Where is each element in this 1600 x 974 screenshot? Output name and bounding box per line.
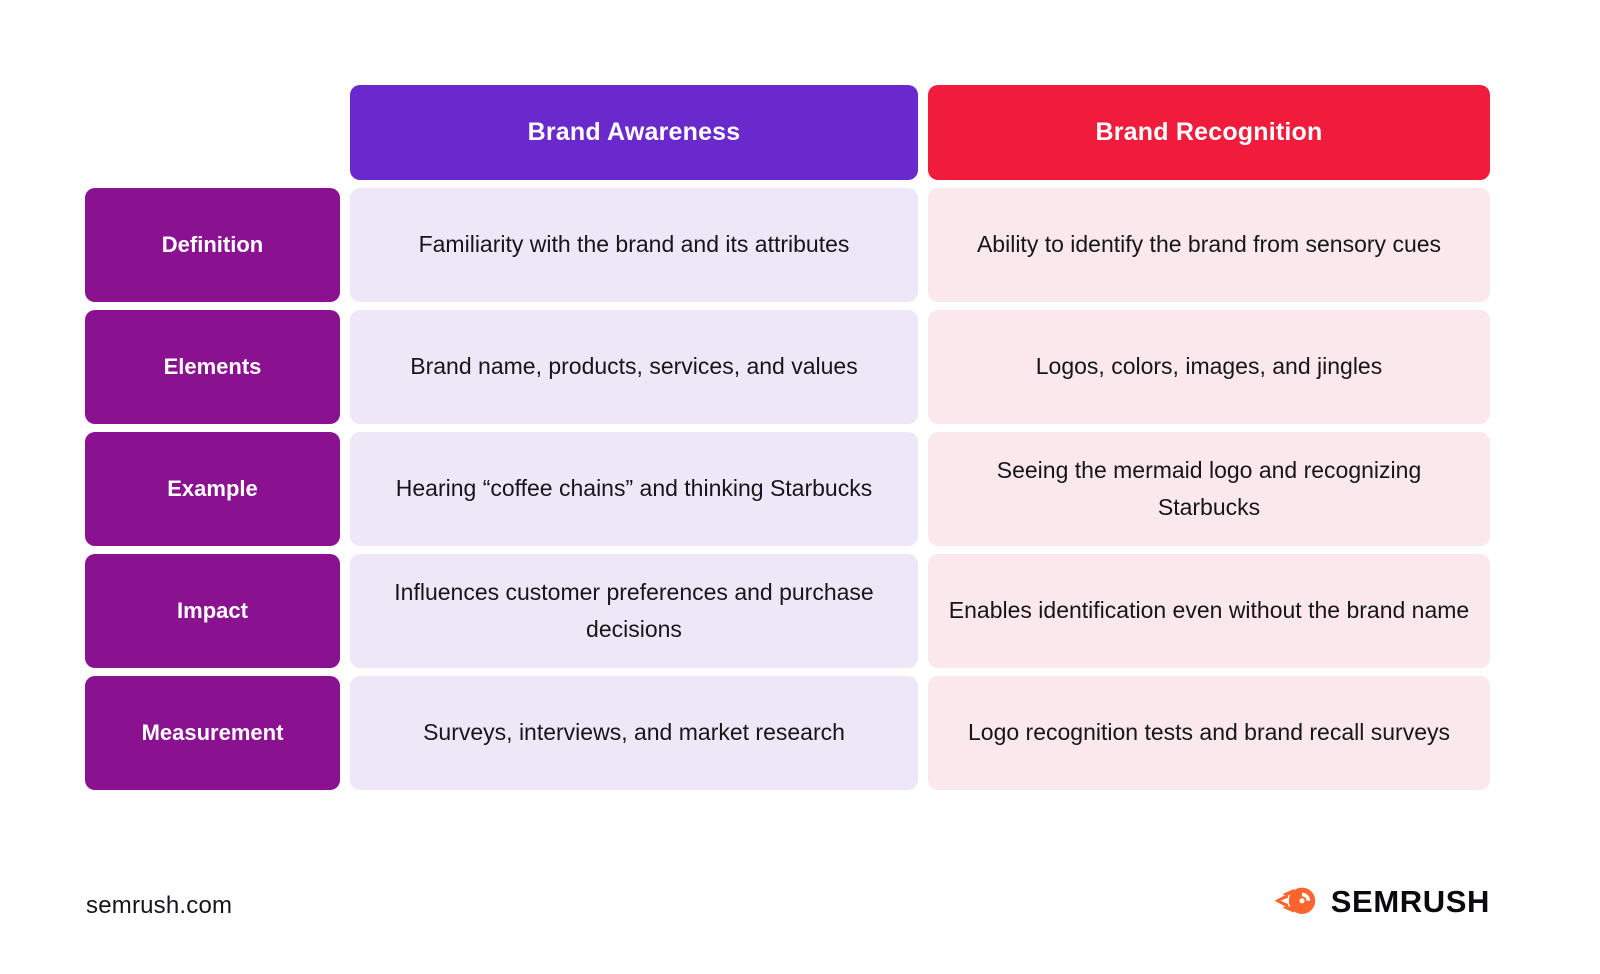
table-row: Impact Influences customer preferences a… xyxy=(85,554,1490,668)
column-header-brand-awareness: Brand Awareness xyxy=(350,85,918,180)
comparison-table: Brand Awareness Brand Recognition Defini… xyxy=(85,85,1490,790)
cell-definition-awareness: Familiarity with the brand and its attri… xyxy=(350,188,918,302)
cell-example-recognition: Seeing the mermaid logo and recognizing … xyxy=(928,432,1490,546)
cell-example-awareness: Hearing “coffee chains” and thinking Sta… xyxy=(350,432,918,546)
cell-impact-awareness: Influences customer preferences and purc… xyxy=(350,554,918,668)
site-url: semrush.com xyxy=(86,892,233,919)
column-header-brand-recognition: Brand Recognition xyxy=(928,85,1490,180)
semrush-logo: SEMRUSH xyxy=(1274,884,1490,918)
cell-elements-awareness: Brand name, products, services, and valu… xyxy=(350,310,918,424)
semrush-comet-icon xyxy=(1274,884,1320,918)
header-corner-spacer xyxy=(85,85,340,180)
cell-measurement-recognition: Logo recognition tests and brand recall … xyxy=(928,676,1490,790)
semrush-wordmark: SEMRUSH xyxy=(1330,883,1490,919)
row-label-elements: Elements xyxy=(85,310,340,424)
footer: semrush.com SEMRUSH xyxy=(0,878,1600,948)
cell-impact-recognition: Enables identification even without the … xyxy=(928,554,1490,668)
row-label-impact: Impact xyxy=(85,554,340,668)
table-row: Elements Brand name, products, services,… xyxy=(85,310,1490,424)
table-row: Measurement Surveys, interviews, and mar… xyxy=(85,676,1490,790)
cell-elements-recognition: Logos, colors, images, and jingles xyxy=(928,310,1490,424)
row-label-example: Example xyxy=(85,432,340,546)
cell-measurement-awareness: Surveys, interviews, and market research xyxy=(350,676,918,790)
table-row: Example Hearing “coffee chains” and thin… xyxy=(85,432,1490,546)
table-header-row: Brand Awareness Brand Recognition xyxy=(85,85,1490,180)
cell-definition-recognition: Ability to identify the brand from senso… xyxy=(928,188,1490,302)
row-label-measurement: Measurement xyxy=(85,676,340,790)
table-row: Definition Familiarity with the brand an… xyxy=(85,188,1490,302)
row-label-definition: Definition xyxy=(85,188,340,302)
